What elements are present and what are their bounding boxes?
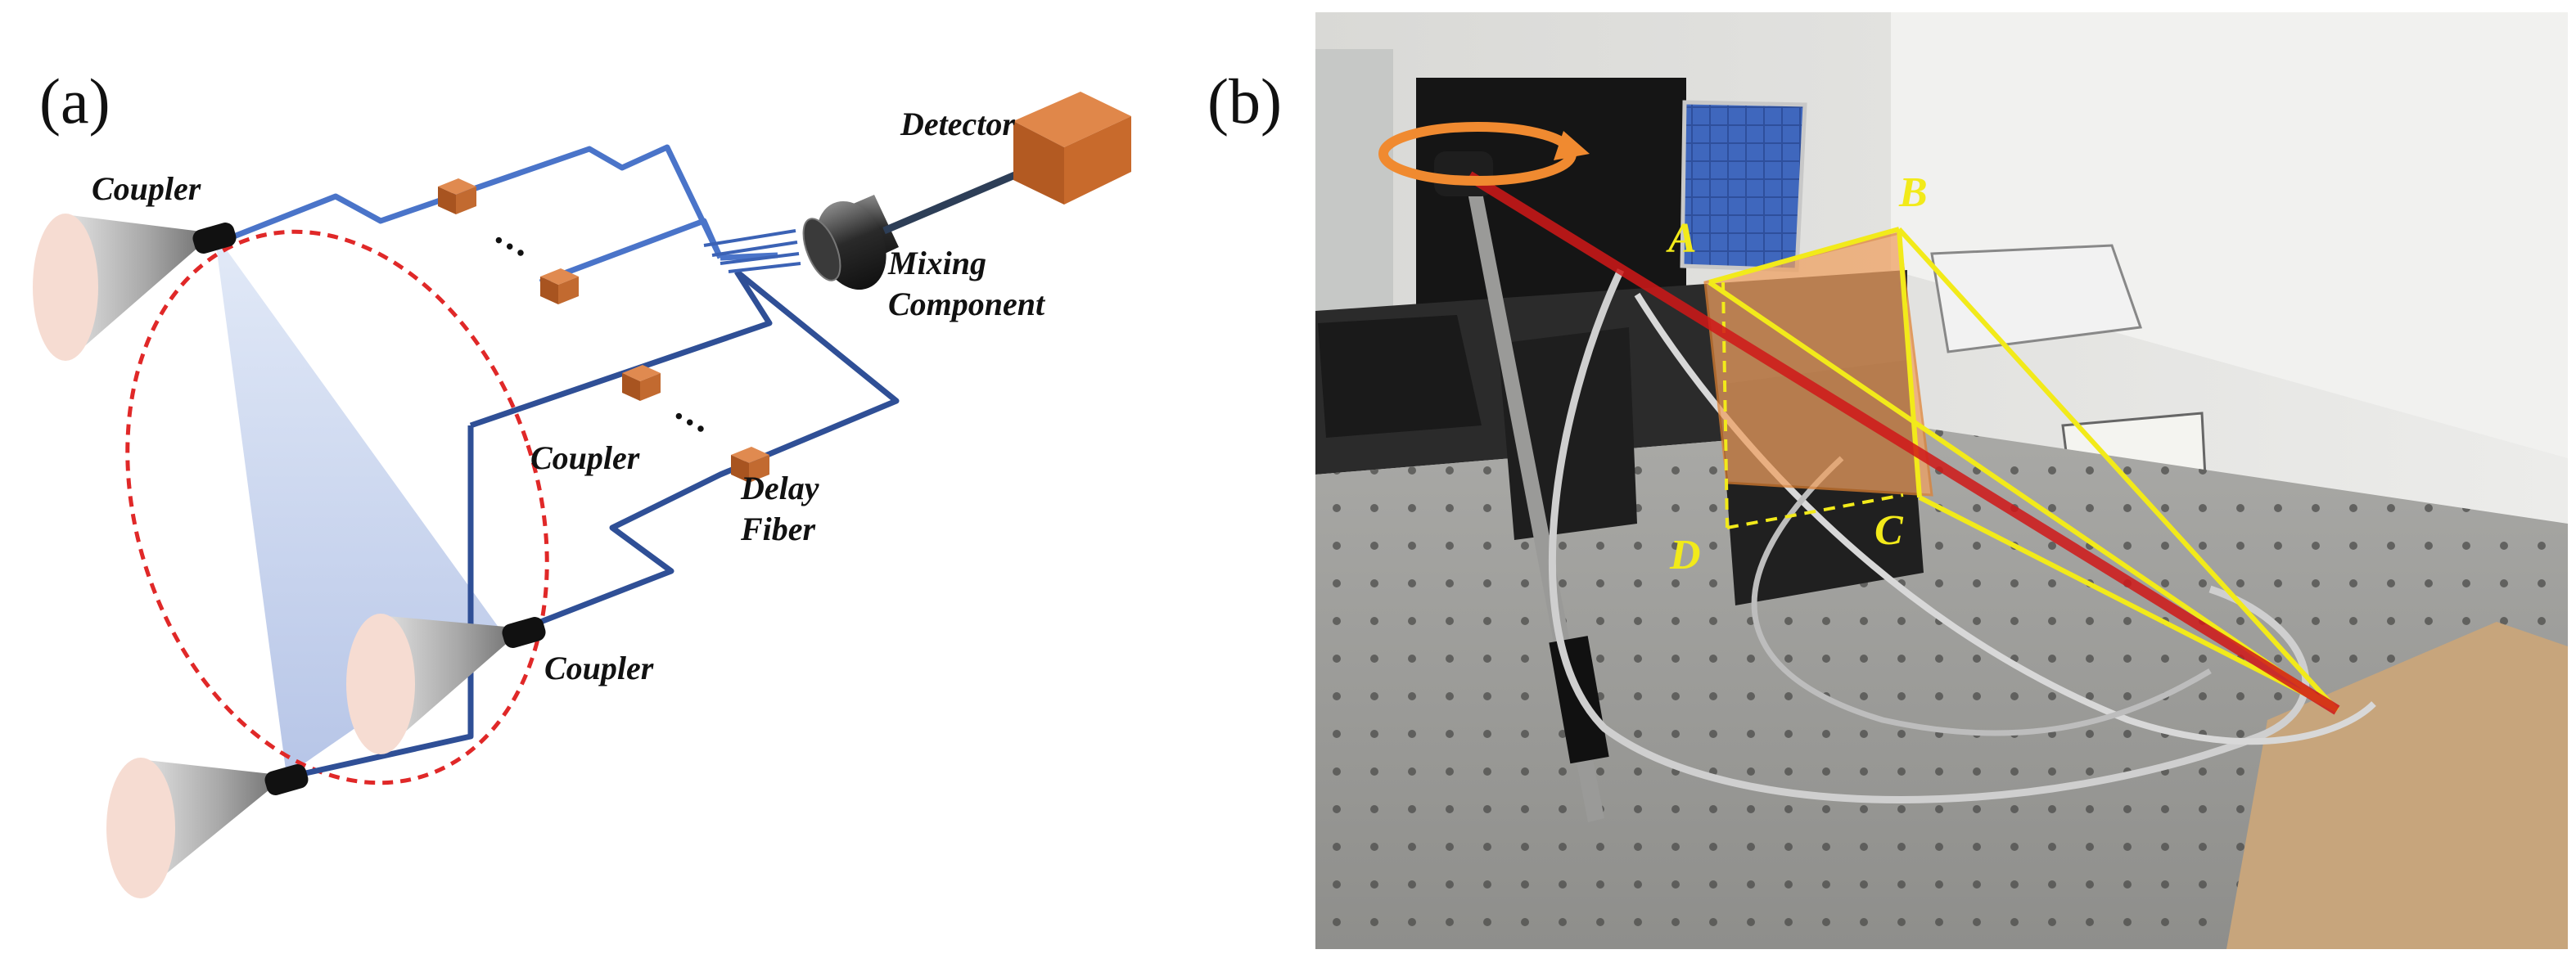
- receiver-bottom: [106, 758, 309, 898]
- delay-box-4: [731, 447, 769, 483]
- photo-keyboard: [1318, 315, 1482, 438]
- delay-box-3-top: [622, 365, 661, 381]
- bundle-strand-4: [728, 262, 801, 273]
- coupler-bottom: [264, 764, 309, 795]
- receiver-middle-cone: [378, 615, 524, 751]
- mixing-component: [802, 195, 899, 290]
- photo-cardboard-box: [2226, 622, 2568, 949]
- panel-a: (a): [33, 65, 1131, 898]
- fiber-5: [469, 270, 773, 429]
- yellow-triangle: [1708, 227, 2339, 713]
- label-delay-line2: Fiber: [740, 511, 816, 547]
- delay-box-1-front: [438, 187, 456, 214]
- detection-circle: [125, 229, 549, 785]
- receiver-bottom-aperture: [106, 758, 175, 898]
- point-label-b: B: [1898, 169, 1928, 216]
- line-c-vertex: [1918, 495, 2339, 713]
- photo-wall-right: [1891, 12, 2568, 458]
- label-detector: Detector: [900, 106, 1015, 142]
- photo-radiator: [1315, 49, 1393, 319]
- label-mixing-line1: Mixing: [887, 245, 986, 281]
- detector-fiber: [882, 161, 1040, 235]
- label-delay-line1: Delay: [740, 470, 819, 506]
- detector-top: [1013, 92, 1131, 147]
- receiver-top-left: [33, 214, 237, 361]
- point-label-a: A: [1666, 215, 1697, 262]
- panel-b: (b): [1207, 12, 2568, 949]
- receiver-middle-aperture: [346, 614, 415, 754]
- receiver-bottom-cone: [139, 759, 286, 892]
- fiber-network-lower: [294, 269, 900, 779]
- detector-side: [1064, 116, 1131, 205]
- rotation-arrow: [1378, 122, 1590, 186]
- lab-photo: [1315, 12, 2568, 949]
- delay-box-4-front: [731, 455, 749, 483]
- dashed-d-c: [1726, 493, 1904, 529]
- fiber-1: [226, 144, 724, 259]
- ellipsis-upper: ···: [483, 218, 536, 273]
- dashed-guides: [1721, 281, 1904, 529]
- delay-box-2-top: [540, 268, 579, 285]
- delay-box-4-side: [749, 455, 769, 483]
- line-a-b: [1708, 227, 1900, 285]
- delay-boxes: [438, 178, 769, 483]
- delay-box-3: [622, 365, 661, 401]
- detector-front: [1013, 121, 1064, 205]
- mixer-face: [802, 218, 841, 281]
- fiber-3: [720, 252, 778, 261]
- delay-box-2: [540, 268, 579, 304]
- line-a-vertex: [1708, 280, 2339, 713]
- fiber-4: [522, 269, 900, 632]
- delay-box-4-top: [731, 447, 769, 463]
- label-coupler-right: Coupler: [544, 650, 654, 686]
- point-label-c: C: [1874, 507, 1904, 554]
- laser-beam: [1466, 171, 2340, 715]
- delay-box-3-side: [640, 373, 661, 401]
- panel-b-letter: (b): [1207, 65, 1282, 137]
- fiber-2: [539, 218, 724, 286]
- photo-cable-3: [1751, 456, 2212, 736]
- bundle-strand-3: [720, 252, 800, 265]
- point-label-d: D: [1669, 532, 1701, 578]
- coupler-top-left: [192, 223, 237, 254]
- rotation-arrow-head: [1554, 131, 1590, 160]
- coupler-middle: [502, 617, 546, 648]
- receiver-middle: [346, 614, 546, 754]
- fiber-network-upper: [226, 144, 778, 286]
- line-b-vertex: [1897, 227, 2339, 713]
- label-mixing-line2: Component: [888, 286, 1046, 322]
- delay-box-3-front: [622, 373, 640, 401]
- dashed-a-d: [1721, 281, 1729, 529]
- bundle-strand-1: [703, 229, 796, 247]
- delay-box-1: [438, 178, 476, 214]
- receiver-top-left-cone: [64, 214, 214, 360]
- receiver-top-left-aperture: [33, 214, 98, 361]
- fiber-6: [294, 425, 474, 779]
- photo-solar-panel: [1680, 100, 1807, 272]
- delay-box-1-side: [456, 187, 476, 214]
- label-coupler-top: Coupler: [92, 170, 201, 207]
- delay-box-2-front: [540, 277, 558, 304]
- delay-box-2-side: [558, 277, 579, 304]
- bundle-strand-2: [711, 241, 798, 257]
- detector-box: [1013, 92, 1131, 205]
- label-coupler-middle: Coupler: [530, 439, 640, 476]
- fiber-bundle: [703, 229, 801, 273]
- ellipsis-lower: ···: [663, 394, 716, 449]
- delay-box-1-top: [438, 178, 476, 195]
- panel-a-letter: (a): [39, 65, 111, 137]
